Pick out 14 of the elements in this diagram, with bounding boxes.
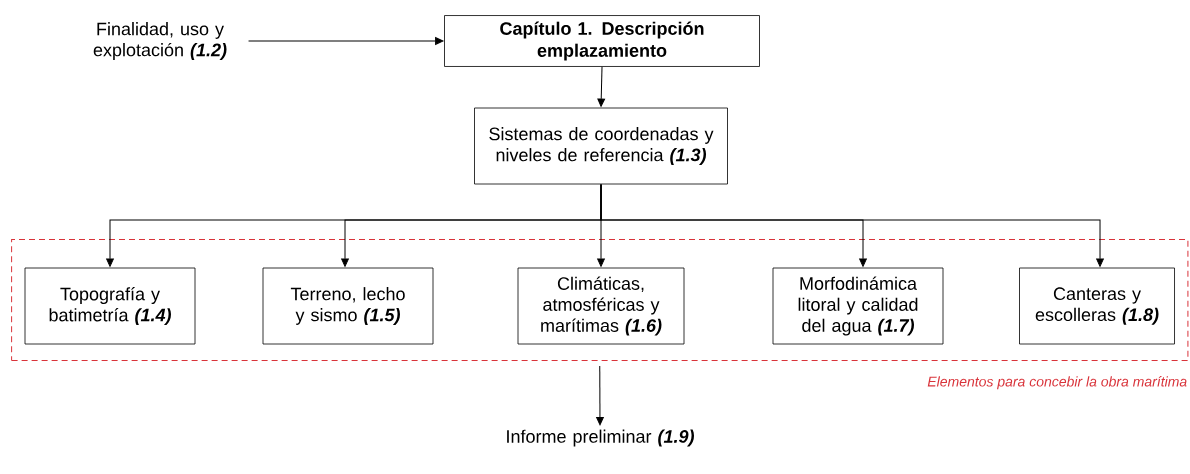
process-box: Morfodinámica litoral y calidad del agua (1.7) (772, 267, 944, 345)
process-box: Terreno, lecho y sismo (1.5) (262, 267, 434, 345)
label-text: Informe preliminar (1.9) (507, 429, 694, 447)
arrow (248, 37, 444, 45)
process-box: Topografía y batimetría (1.4) (24, 267, 196, 345)
title-box: Capítulo 1. Descripción emplazamiento (444, 15, 760, 67)
label-text: Finalidad, uso y explotación (1.2) (93, 22, 227, 60)
group-caption: Elementos para concebir la obra marítima (927, 376, 1187, 390)
arrow (597, 66, 606, 107)
arrow (596, 417, 604, 426)
arrow (600, 183, 1104, 267)
process-box: Climáticas, atmosféricas y marítimas (1.6) (517, 267, 685, 345)
process-box: Canteras y escolleras (1.8) (1019, 267, 1175, 345)
process-box: Sistemas de coordenadas y niveles de referencia (1.3) (474, 107, 728, 185)
